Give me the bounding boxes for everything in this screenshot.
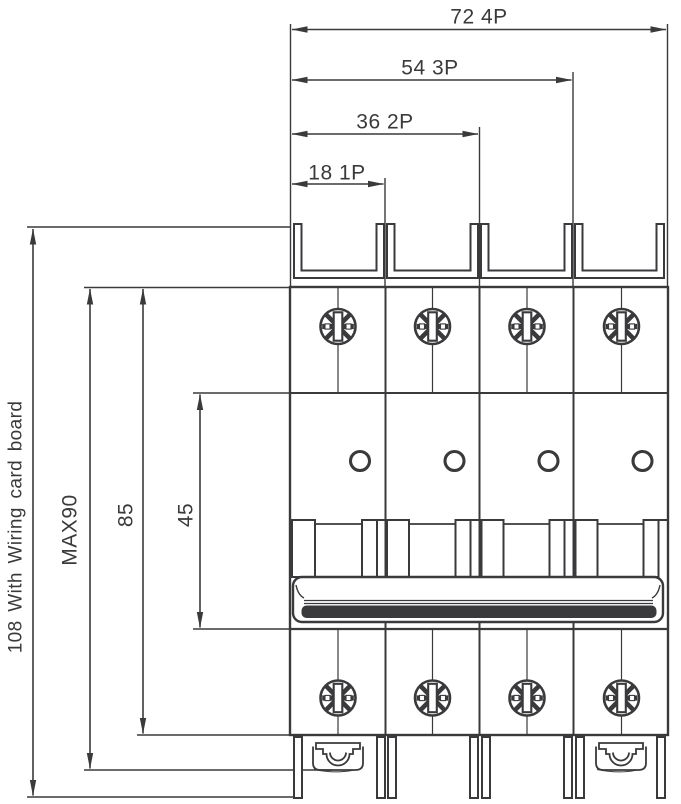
indicator-window bbox=[443, 449, 466, 473]
din-clip bbox=[312, 742, 364, 773]
top-terminal-recesses bbox=[293, 223, 665, 279]
dim-label-36-2p: 36 2P bbox=[356, 110, 414, 134]
dim-label-18-1p: 18 1P bbox=[308, 161, 366, 185]
pole-dividers bbox=[384, 288, 575, 734]
terminal-screw bbox=[413, 307, 452, 346]
extension-lines bbox=[27, 24, 669, 798]
handle-grip-bar bbox=[301, 605, 657, 618]
dim-label-45: 45 bbox=[174, 502, 198, 528]
terminal-screw bbox=[602, 307, 641, 346]
terminal-screw bbox=[602, 679, 641, 717]
din-clip bbox=[595, 742, 647, 773]
bottom-mounting-tabs bbox=[293, 736, 666, 799]
indicator-windows bbox=[348, 449, 654, 473]
terminal-screw bbox=[319, 307, 357, 346]
handle-grip bbox=[304, 599, 653, 605]
dimension-lines bbox=[29, 26, 667, 796]
indicator-window bbox=[537, 449, 560, 473]
terminal-screw bbox=[508, 307, 546, 346]
terminal-screw bbox=[413, 679, 452, 717]
dim-label-85: 85 bbox=[114, 502, 138, 528]
dim-label-72-4p: 72 4P bbox=[450, 5, 508, 29]
escutcheon-row bbox=[290, 519, 668, 525]
indicator-window bbox=[631, 449, 654, 473]
dim-label-108-wiring: 108 With Wiring card board bbox=[5, 400, 27, 654]
terminal-screw bbox=[508, 679, 546, 717]
terminal-screw bbox=[319, 679, 357, 717]
handle-frame bbox=[291, 575, 665, 624]
terminal-screws bbox=[319, 307, 641, 717]
dim-label-54-3p: 54 3P bbox=[401, 56, 459, 80]
breaker-body bbox=[288, 285, 670, 737]
indicator-window bbox=[348, 449, 372, 473]
dim-label-max90: MAX90 bbox=[58, 494, 82, 566]
